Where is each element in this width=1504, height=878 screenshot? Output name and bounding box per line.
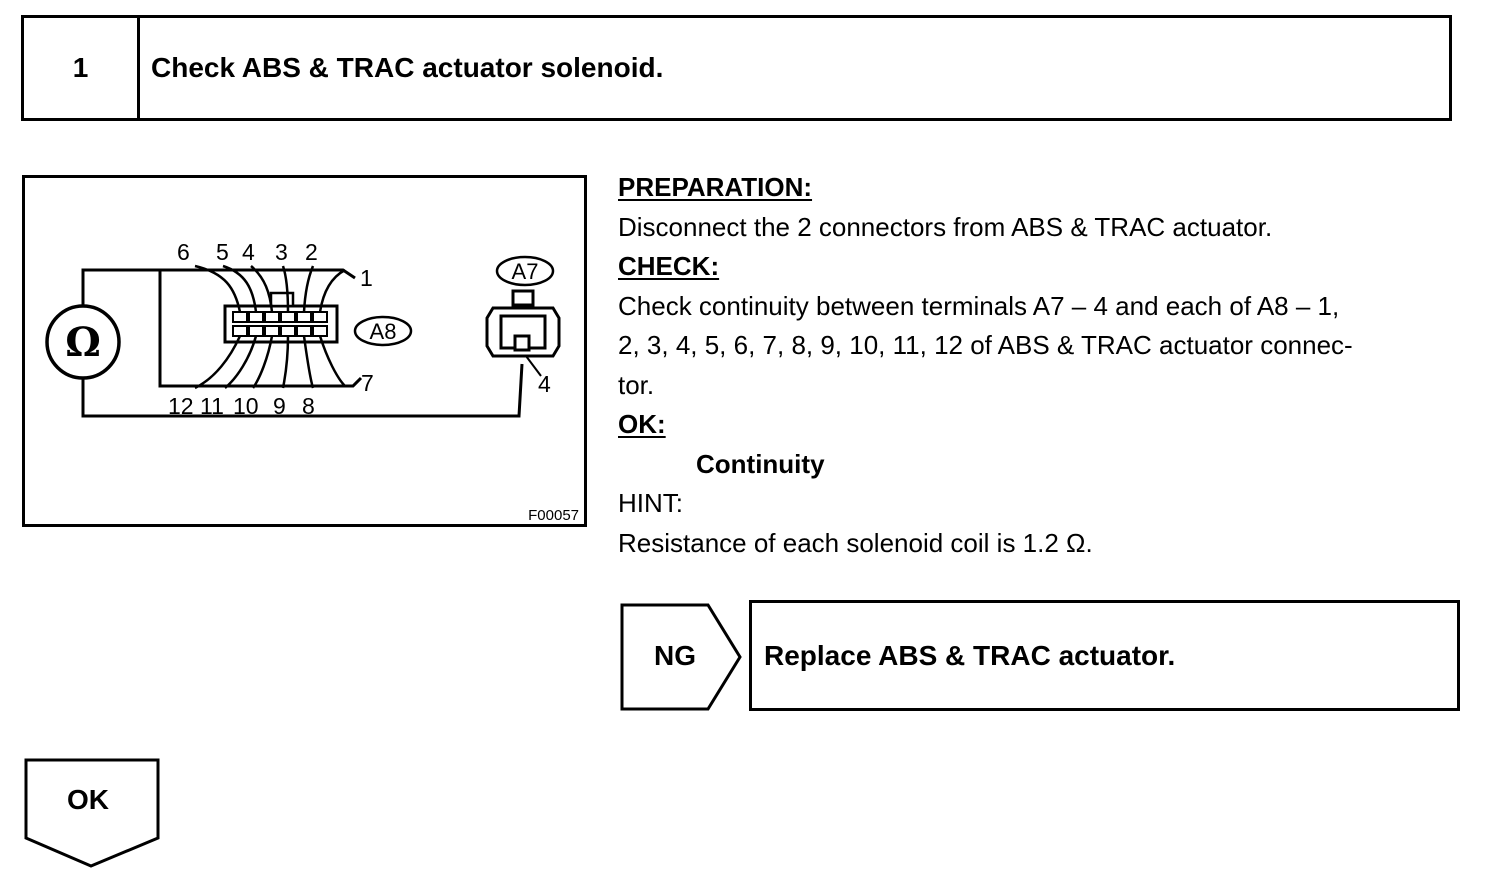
step-title: Check ABS & TRAC actuator solenoid. bbox=[151, 52, 664, 83]
ng-branch: NG bbox=[620, 600, 746, 719]
pin-label-1: 1 bbox=[360, 265, 373, 291]
wiring-diagram: Ω bbox=[22, 175, 587, 527]
pin-label-11: 11 bbox=[200, 393, 224, 419]
ok-branch: OK bbox=[24, 758, 164, 875]
ok-value: Continuity bbox=[696, 448, 825, 479]
wires-bottom bbox=[194, 335, 346, 390]
ng-action-text: Replace ABS & TRAC actuator. bbox=[764, 639, 1176, 671]
check-heading: CHECK: bbox=[618, 251, 720, 281]
wires-top bbox=[194, 264, 346, 313]
pin-label-12: 12 bbox=[168, 393, 194, 419]
pin-label-7: 7 bbox=[361, 370, 374, 396]
a7-terminal-label: 4 bbox=[538, 371, 551, 397]
preparation-heading: PREPARATION: bbox=[618, 172, 813, 202]
hint-text: Resistance of each solenoid coil is 1.2 … bbox=[618, 527, 1093, 558]
hint-heading: HINT: bbox=[618, 488, 683, 518]
pin-label-3: 3 bbox=[275, 239, 288, 265]
connector-a8-label: A8 bbox=[370, 319, 397, 344]
a7-pointer bbox=[525, 355, 542, 377]
connector-a7-label: A7 bbox=[512, 259, 539, 284]
check-line: Check continuity between terminals A7 – … bbox=[618, 290, 1340, 321]
probe-lead-upper bbox=[81, 268, 356, 306]
figure-code: F00057 bbox=[528, 507, 579, 524]
preparation-text: Disconnect the 2 connectors from ABS & T… bbox=[618, 211, 1273, 242]
ng-label: NG bbox=[654, 640, 696, 671]
connector-a8-pins bbox=[232, 311, 328, 337]
pin-label-6: 6 bbox=[177, 239, 190, 265]
connector-a7-body bbox=[485, 289, 561, 358]
wiring-diagram-svg: Ω bbox=[45, 239, 579, 524]
harness-left-bundle bbox=[158, 270, 363, 388]
ng-action-box: Replace ABS & TRAC actuator. bbox=[749, 600, 1460, 711]
ok-heading: OK: bbox=[618, 409, 666, 439]
instructions: PREPARATION: Disconnect the 2 connectors… bbox=[618, 168, 1478, 563]
check-line: tor. bbox=[618, 369, 655, 400]
ohm-symbol: Ω bbox=[65, 319, 101, 366]
pin-label-4: 4 bbox=[242, 239, 255, 265]
pin-label-10: 10 bbox=[233, 393, 259, 419]
check-line: 2, 3, 4, 5, 6, 7, 8, 9, 10, 11, 12 of AB… bbox=[618, 330, 1353, 360]
step-number: 1 bbox=[24, 18, 140, 118]
pin-label-2: 2 bbox=[305, 239, 318, 265]
connector-a8-label-oval bbox=[353, 315, 413, 347]
ok-arrow-shape bbox=[24, 758, 160, 868]
connector-a8-latch bbox=[269, 291, 295, 308]
probe-lead-lower bbox=[81, 363, 524, 418]
pin-label-8: 8 bbox=[302, 393, 315, 419]
pin-label-9: 9 bbox=[273, 393, 286, 419]
ok-label: OK bbox=[67, 784, 109, 815]
step-header: 1 Check ABS & TRAC actuator solenoid. bbox=[21, 15, 1452, 121]
connector-a7-label-oval bbox=[495, 255, 555, 287]
ng-arrow-shape bbox=[620, 603, 742, 711]
pin-label-5: 5 bbox=[216, 239, 229, 265]
